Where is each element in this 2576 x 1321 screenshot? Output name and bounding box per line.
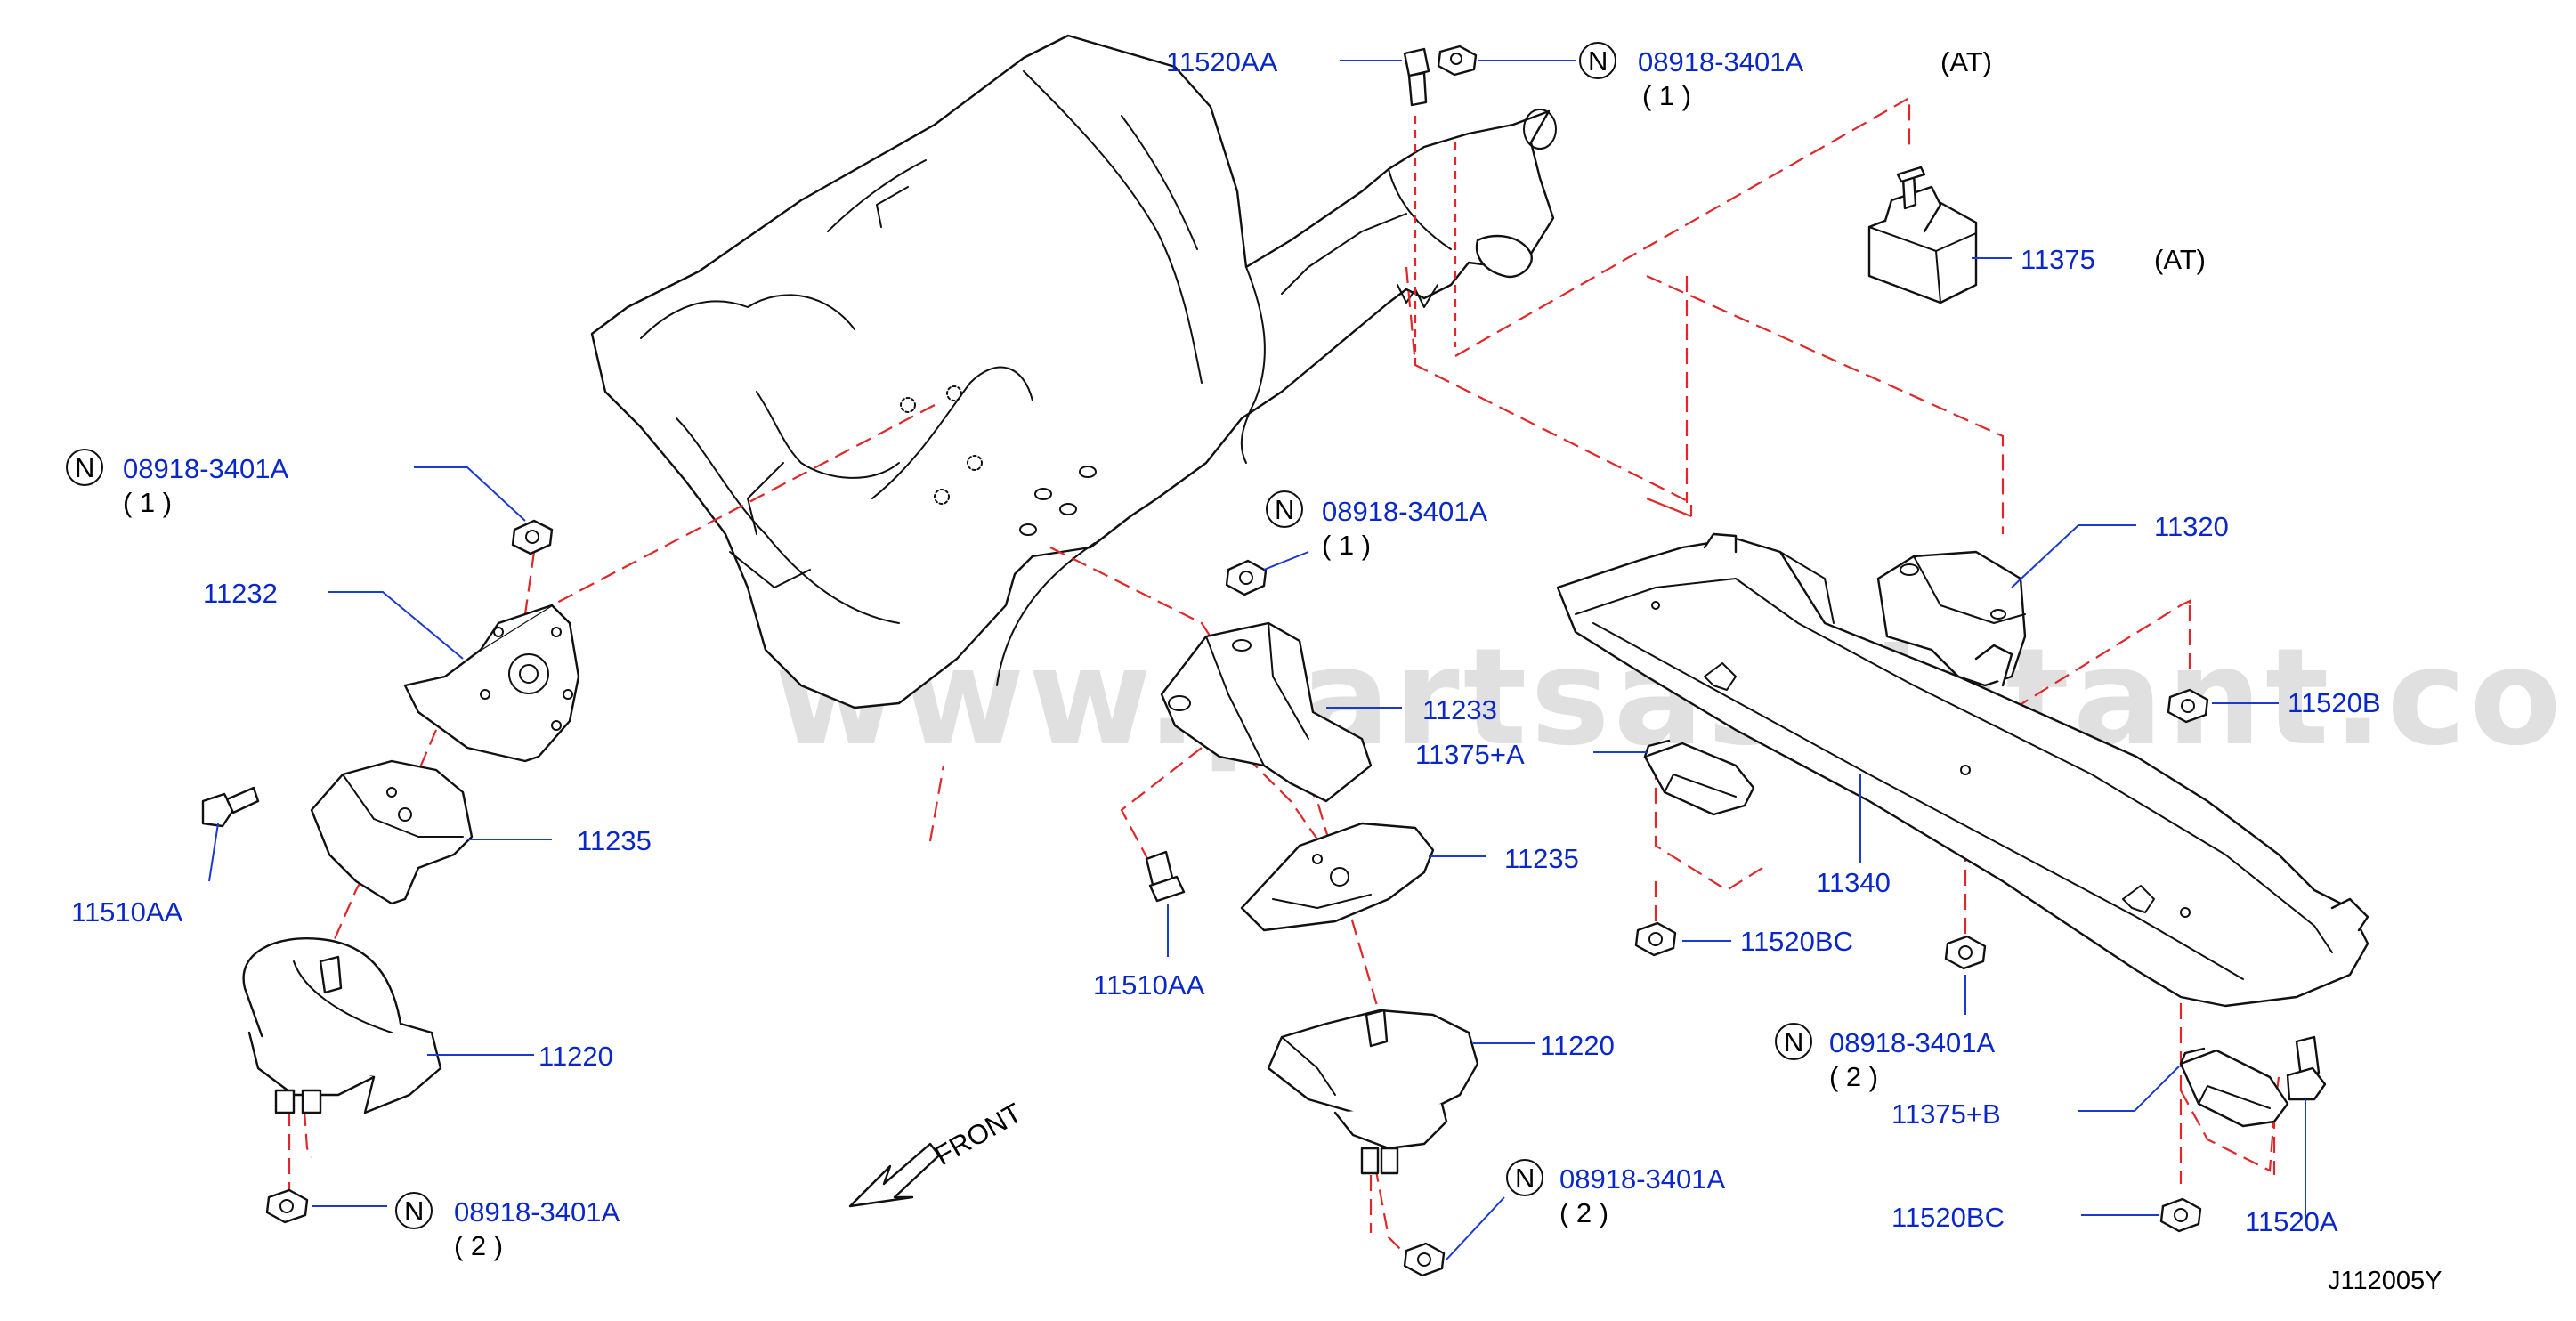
label-11510aa-left: 11510AA (71, 896, 183, 928)
nut-08918-bottom-mid (1403, 1242, 1446, 1277)
nut-11520bc-upper (1634, 921, 1677, 957)
label-11520b: 11520B (2288, 687, 2381, 718)
label-11340: 11340 (1816, 867, 1891, 898)
label-08918-bottom-mid: 08918-3401A (1559, 1163, 1725, 1195)
label-at-11375: (AT) (2154, 244, 2206, 275)
leader-lines (208, 60, 2306, 1260)
n-symbol-top: N (1579, 42, 1616, 79)
front-arrow-icon (848, 1142, 941, 1208)
bracket-11375b (2179, 1047, 2289, 1128)
label-11375b: 11375+B (1891, 1098, 2001, 1130)
label-11220-left: 11220 (539, 1041, 613, 1072)
label-11375: 11375 (2021, 244, 2095, 275)
qty-top: ( 1 ) (1642, 80, 1691, 111)
label-11520bc-lower: 11520BC (1891, 1202, 2005, 1233)
svg-text:N: N (1515, 1163, 1535, 1194)
nut-11520b (2167, 688, 2209, 724)
qty-bottom-left: ( 2 ) (454, 1230, 503, 1261)
diagram-code: J112005Y (2328, 1267, 2442, 1295)
label-11235-left: 11235 (577, 825, 652, 856)
bolt-11510aa-left (201, 786, 260, 828)
bracket-11232 (403, 604, 580, 763)
nut-08918-mid (1225, 559, 1268, 596)
qty-mid: ( 1 ) (1322, 530, 1371, 561)
engine-transmission-outline (590, 34, 1557, 709)
mount-11320 (1876, 550, 2027, 687)
nut-08918-top (1437, 45, 1478, 77)
qty-bottom-mid: ( 2 ) (1559, 1197, 1608, 1228)
insulator-11220-left (242, 937, 442, 1114)
crossmember-11340 (1556, 532, 2369, 1008)
label-11520aa-top: 11520AA (1166, 46, 1278, 77)
svg-text:N: N (1275, 494, 1294, 525)
n-symbol-mid: N (1266, 490, 1303, 528)
label-11510aa-right: 11510AA (1093, 969, 1205, 1001)
label-08918-crossmember: 08918-3401A (1829, 1027, 1995, 1058)
n-symbol-left: N (66, 449, 103, 486)
mount-11375-at (1867, 166, 1978, 304)
label-11520bc-upper: 11520BC (1740, 926, 1853, 957)
heat-shield-11235-right (1240, 822, 1435, 932)
svg-text:N: N (1784, 1026, 1803, 1058)
label-11220-right: 11220 (1540, 1030, 1615, 1061)
bolt-11510aa-right (1145, 850, 1186, 903)
svg-text:N: N (75, 452, 94, 483)
insulator-11220-right (1267, 1009, 1479, 1175)
svg-text:N: N (1588, 45, 1608, 77)
label-11520a: 11520A (2245, 1206, 2338, 1237)
n-symbol-crossmember: N (1775, 1023, 1812, 1060)
label-11233: 11233 (1422, 694, 1497, 725)
label-11232: 11232 (203, 578, 278, 609)
n-symbol-bottom-left: N (395, 1192, 433, 1229)
nut-08918-bottom-left (265, 1188, 309, 1224)
heat-shield-11235-left (310, 759, 474, 905)
label-at-top: (AT) (1940, 46, 1992, 77)
front-label: FRONT (929, 1097, 1027, 1171)
label-08918-left: 08918-3401A (123, 453, 288, 484)
label-11235-right: 11235 (1504, 843, 1579, 874)
qty-left: ( 1 ) (123, 487, 172, 518)
bolt-11520aa-top (1403, 47, 1430, 107)
label-08918-top: 08918-3401A (1638, 46, 1803, 77)
label-08918-bottom-left: 08918-3401A (454, 1196, 620, 1228)
nut-11520bc-lower (2159, 1197, 2202, 1233)
svg-text:N: N (404, 1195, 424, 1227)
label-08918-mid: 08918-3401A (1322, 496, 1487, 527)
label-11375a: 11375+A (1415, 739, 1525, 770)
n-symbol-bottom-mid: N (1506, 1159, 1543, 1196)
nut-08918-crossmember (1944, 935, 1987, 970)
label-11320: 11320 (2154, 511, 2229, 542)
bracket-11233 (1160, 621, 1373, 803)
nut-08918-left (511, 519, 554, 555)
qty-crossmember: ( 2 ) (1829, 1061, 1878, 1092)
bolt-11520a (2286, 1035, 2327, 1101)
